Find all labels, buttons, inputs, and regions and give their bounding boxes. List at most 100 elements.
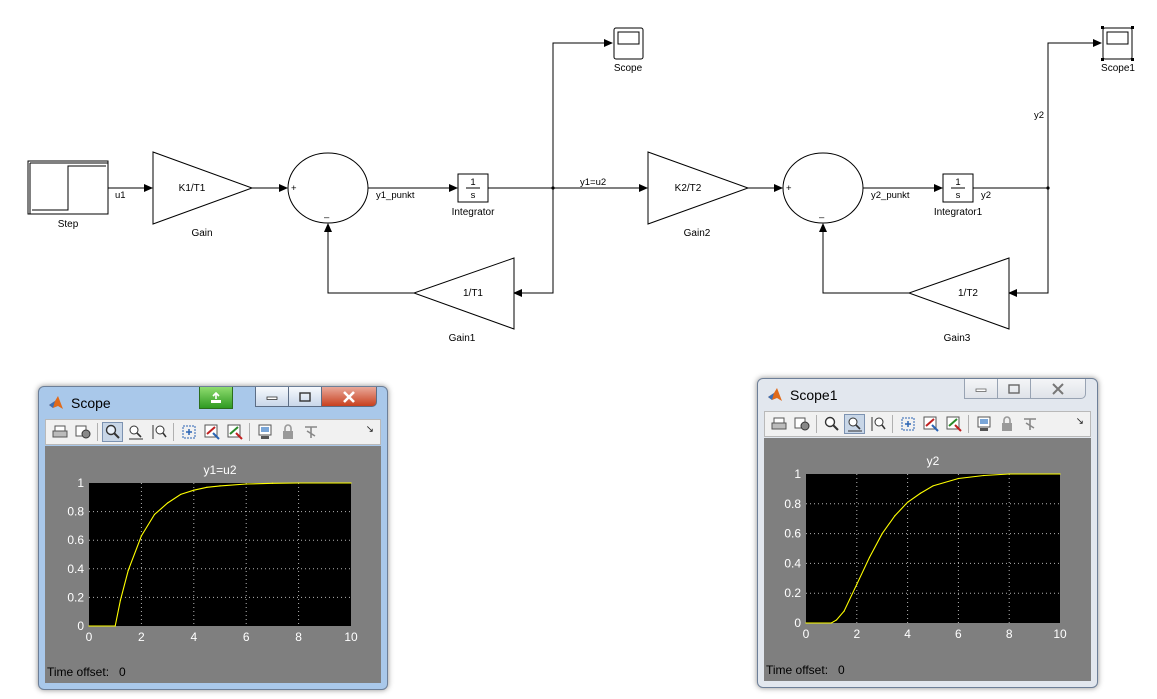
sum1-minus-sign: – (819, 212, 825, 223)
sum1-plus-sign: + (786, 183, 792, 194)
scope-titlebar[interactable]: Scope (39, 387, 387, 415)
gain1-block[interactable]: 1/T1 Gain1 (412, 257, 515, 344)
autoscale-icon[interactable] (178, 422, 199, 442)
gain3-expr: 1/T2 (958, 288, 978, 299)
signal-to-scope[interactable] (552, 39, 613, 188)
step-block[interactable]: Step (27, 160, 109, 230)
x-tick-label: 0 (86, 630, 93, 644)
data-point (881, 533, 883, 535)
matlab-icon (768, 388, 782, 401)
signal-y1u2-label: y1=u2 (580, 177, 606, 188)
params-icon[interactable] (72, 422, 93, 442)
gain1-expr: 1/T1 (463, 288, 483, 299)
restore-axes-icon[interactable] (224, 422, 245, 442)
integrator-numerator: 1 (470, 177, 475, 188)
data-point (119, 599, 122, 601)
zoom-y-icon[interactable] (148, 422, 169, 442)
autoscale-icon[interactable] (897, 414, 918, 434)
data-point (153, 513, 156, 516)
close-icon[interactable] (1030, 379, 1086, 399)
integrator1-block[interactable]: 1 s Integrator1 (934, 173, 983, 218)
zoom-icon[interactable] (102, 422, 123, 442)
integrator-denominator: s (471, 190, 476, 201)
signal-to-gain1[interactable] (513, 188, 554, 297)
y-tick-label: 0.6 (784, 527, 801, 541)
signal-to-gain3[interactable] (1008, 188, 1049, 297)
x-tick-label: 8 (295, 630, 302, 644)
zoom-y-icon[interactable] (867, 414, 888, 434)
integrator1-numerator: 1 (955, 177, 960, 188)
signal-selection-icon[interactable] (300, 422, 321, 442)
signal-feedback-1[interactable] (324, 223, 414, 294)
lock-axes-icon[interactable] (996, 414, 1017, 434)
gain3-label: Gain3 (944, 333, 971, 344)
maximize-icon[interactable] (997, 379, 1031, 399)
signal-selection-icon[interactable] (1019, 414, 1040, 434)
y-tick-label: 1 (77, 476, 84, 490)
data-point (805, 622, 807, 624)
minimize-icon[interactable] (255, 387, 289, 407)
params-icon[interactable] (791, 414, 812, 434)
save-axes-icon[interactable] (201, 422, 222, 442)
sum1-block[interactable]: + – (782, 152, 864, 224)
gain3-block[interactable]: 1/T2 Gain3 (907, 257, 1010, 344)
gain2-block[interactable]: K2/T2 Gain2 (647, 151, 750, 239)
chart-title: y1=u2 (203, 463, 236, 477)
integrator1-denominator: s (956, 190, 961, 201)
time-offset-label: Time offset: (47, 665, 110, 679)
toolbar-overflow-icon[interactable]: ↘ (1075, 416, 1084, 427)
simulink-diagram[interactable]: Step u1 K1/T1 Gain + – y1_punkt 1 s Inte… (0, 0, 1157, 360)
minimize-icon[interactable] (964, 379, 998, 399)
gain2-expr: K2/T2 (675, 183, 702, 194)
x-tick-label: 8 (1006, 627, 1013, 641)
close-icon[interactable] (321, 387, 377, 407)
signal-feedback-2[interactable] (819, 223, 909, 294)
zoom-x-icon[interactable] (125, 422, 146, 442)
x-tick-label: 4 (190, 630, 197, 644)
signal-y1-punkt-label: y1_punkt (376, 190, 415, 201)
unlock-icon[interactable] (199, 387, 233, 409)
lock-axes-icon[interactable] (277, 422, 298, 442)
data-point (127, 569, 129, 571)
gain-block[interactable]: K1/T1 Gain (152, 151, 254, 239)
data-point (180, 493, 182, 496)
data-point (219, 485, 221, 487)
scope1-toolbar: ↘ (764, 411, 1091, 437)
signal-to-scope1[interactable] (1047, 39, 1102, 188)
y-tick-label: 1 (794, 467, 801, 481)
data-point (206, 486, 208, 488)
floating-scope-icon[interactable] (973, 414, 994, 434)
restore-axes-icon[interactable] (943, 414, 964, 434)
scope1-block[interactable]: Scope1 (1101, 26, 1135, 74)
print-icon[interactable] (49, 422, 70, 442)
data-point (140, 535, 142, 537)
integrator1-label: Integrator1 (934, 207, 983, 218)
integrator-block[interactable]: 1 s Integrator (452, 173, 495, 218)
gain2-label: Gain2 (684, 228, 711, 239)
save-axes-icon[interactable] (920, 414, 941, 434)
print-icon[interactable] (768, 414, 789, 434)
zoom-x-icon[interactable] (844, 414, 865, 434)
zoom-icon[interactable] (821, 414, 842, 434)
maximize-icon[interactable] (288, 387, 322, 407)
sum-block[interactable]: + – (287, 152, 369, 224)
data-point (193, 489, 195, 491)
scope1-time-offset: Time offset:0 (766, 663, 845, 677)
x-tick-label: 10 (1053, 627, 1067, 641)
signal-y2-punkt-label: y2_punkt (871, 190, 910, 201)
toolbar-overflow-icon[interactable]: ↘ (365, 424, 374, 435)
scope-block[interactable]: Scope (613, 27, 644, 74)
x-tick-label: 4 (904, 627, 911, 641)
scope1-titlebar[interactable]: Scope1 (758, 379, 1097, 407)
data-point (843, 610, 845, 612)
integrator-label: Integrator (452, 207, 495, 218)
floating-scope-icon[interactable] (254, 422, 275, 442)
data-point (957, 477, 959, 480)
signal-u1-label: u1 (115, 190, 126, 201)
